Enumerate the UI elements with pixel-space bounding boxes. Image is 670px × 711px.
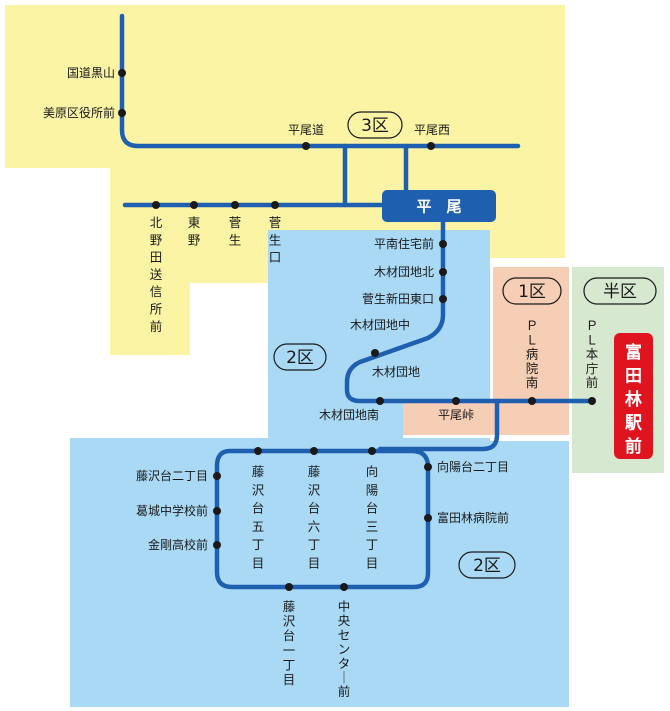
- stop-dot-fujisawa-2: [213, 472, 221, 480]
- stop-dot-heinan: [439, 240, 447, 248]
- stop-dot-mukaihi-3: [368, 447, 376, 455]
- terminal-box: [614, 333, 653, 459]
- zone-2-upper-badge: 2区: [273, 343, 327, 371]
- stop-dot-tondabayashi-byoin: [424, 514, 432, 522]
- stop-label-mukaihi-2: 向陽台二丁目: [437, 459, 509, 474]
- zone-3-label: 3区: [361, 116, 389, 136]
- zone-1-badge: 1区: [502, 277, 562, 305]
- stop-label-kitanoda-soshinsho: 北野田送信所前: [150, 215, 163, 334]
- stop-dot-suge: [231, 201, 239, 209]
- stop-label-pl-honcho: ＰＬ本庁前: [586, 318, 599, 390]
- stop-label-fujisawa-1: 藤沢台一丁目: [283, 599, 296, 687]
- terminal-label: 富田林駅前: [624, 342, 643, 457]
- zone-1-area: [403, 267, 569, 435]
- route-hub-south: [344, 219, 593, 404]
- stop-dot-suge-shinden: [439, 295, 447, 303]
- zone-2-upper-area: [268, 230, 490, 438]
- stop-dot-kokudo-kuroyama: [118, 69, 126, 77]
- stop-label-fujisawa-5: 藤沢台五丁目: [252, 464, 265, 571]
- route-to-loop: [377, 398, 500, 452]
- stop-dot-pl-byoin: [528, 397, 536, 405]
- zone-3-badge: 3区: [347, 111, 403, 139]
- stop-label-tondabayashi-byoin: 富田林病院前: [437, 510, 509, 525]
- stop-dot-fujisawa-5: [254, 447, 262, 455]
- stop-label-kokudo-kuroyama: 国道黒山: [67, 66, 115, 80]
- stop-label-higashino: 東野: [188, 215, 201, 247]
- stop-dot-mihara-kuyakusho: [118, 109, 126, 117]
- stop-labels-horizontal: 国道黒山 美原区役所前 平尾道 平尾西 平南住宅前 木材団地北 菅生新田東口 木…: [43, 66, 509, 552]
- stop-label-mokuzai-naka: 木材団地中: [350, 317, 410, 332]
- zone-2-lower-area: [70, 438, 569, 707]
- zone-half-label: 半区: [603, 282, 637, 302]
- stop-label-suge: 菅生: [229, 215, 242, 247]
- stop-dot-hirao-toge: [452, 397, 460, 405]
- stop-dot-kongo: [213, 541, 221, 549]
- stop-label-katsuragi: 葛城中学校前: [136, 503, 208, 518]
- stop-label-hirao-michi: 平尾道: [288, 123, 324, 137]
- stop-label-heinan: 平南住宅前: [374, 236, 434, 251]
- zone-half-badge: 半区: [583, 277, 657, 305]
- stop-label-mokuzai-minami: 木材団地南: [319, 407, 379, 422]
- stop-dot-mokuzai: [371, 349, 379, 357]
- zone-3-area: [5, 5, 565, 355]
- stop-dot-hirao-nishi: [427, 142, 435, 150]
- route-lines: [119, 13, 593, 590]
- stop-dot-chuo: [340, 583, 348, 591]
- stop-label-hirao-nishi: 平尾西: [414, 123, 450, 137]
- stop-dot-kitanoda: [152, 201, 160, 209]
- stop-dot-higashino: [190, 201, 198, 209]
- zone-2-lower-badge: 2区: [458, 551, 516, 579]
- hub-label: 平 尾: [416, 198, 461, 216]
- stop-label-mokuzai-kita: 木材団地北: [374, 265, 434, 279]
- stop-label-mukaihi-3: 向陽台三丁目: [366, 464, 379, 571]
- stop-dot-mokuzai-kita: [439, 268, 447, 276]
- stop-dots: [118, 69, 596, 591]
- stop-dot-pl-honcho: [588, 397, 596, 405]
- stop-dot-fujisawa-6: [310, 447, 318, 455]
- terminal-tondabayashi: 富田林駅前: [614, 333, 653, 459]
- stop-dot-mukaihi-2: [424, 463, 432, 471]
- route-kuroyama-branch: [119, 13, 521, 149]
- stop-dot-katsuragi: [213, 507, 221, 515]
- zone-2-upper-label: 2区: [286, 348, 314, 368]
- stop-dot-fujisawa-1: [285, 583, 293, 591]
- stop-label-suge-shinden: 菅生新田東口: [362, 291, 434, 306]
- stop-label-kongo: 金剛高校前: [148, 537, 208, 552]
- stop-label-mokuzai: 木材団地: [372, 365, 420, 379]
- hub-box: [382, 190, 496, 222]
- stop-label-fujisawa-2: 藤沢台二丁目: [136, 468, 208, 483]
- stop-label-fujisawa-6: 藤沢台六丁目: [308, 464, 321, 571]
- stop-dot-mokuzai-minami: [376, 397, 384, 405]
- zone-2-lower-label: 2区: [473, 556, 501, 576]
- stop-dot-hirao-michi: [302, 142, 310, 150]
- route-fujisawa-loop: [214, 448, 431, 590]
- stop-label-mihara-kuyakusho: 美原区役所前: [43, 105, 115, 120]
- stop-dot-suge-guchi: [271, 201, 279, 209]
- hub-hirao: 平 尾: [382, 190, 496, 222]
- stop-label-chuo-center: 中央センタ｜前: [338, 599, 351, 699]
- stop-label-hirao-toge: 平尾峠: [438, 407, 474, 422]
- stop-label-pl-byoin-minami: ＰＬ病院南: [526, 318, 539, 390]
- stop-label-suge-guchi: 菅生口: [269, 215, 282, 265]
- zone-1-label: 1区: [518, 282, 546, 302]
